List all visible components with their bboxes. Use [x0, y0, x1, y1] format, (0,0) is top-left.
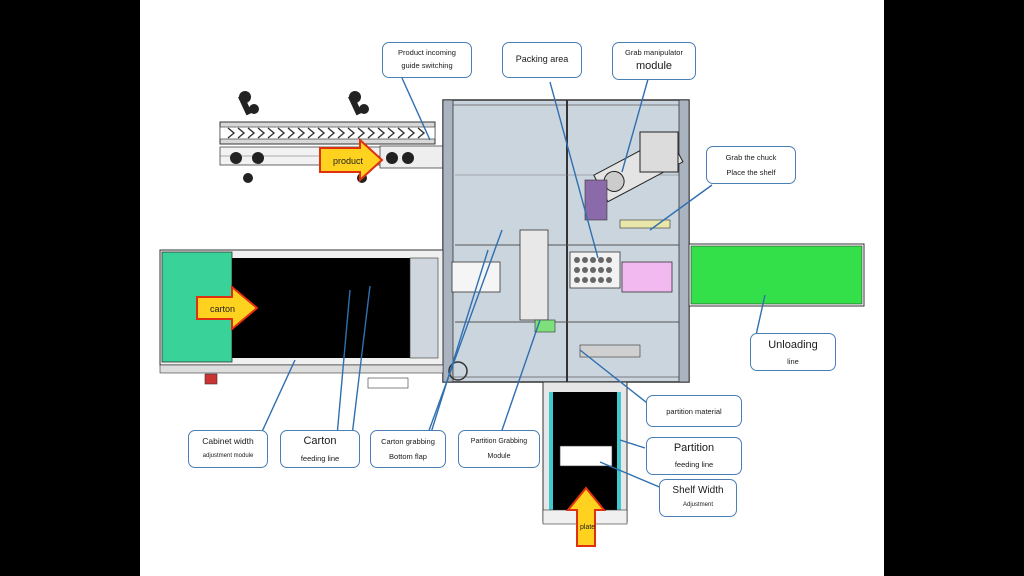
callout-line: line [787, 356, 799, 366]
unloading-conveyor [688, 243, 865, 307]
callout-line: feeding line [300, 453, 340, 463]
callout-grab-manipulator-module: Grab manipulator module [612, 42, 696, 80]
callout-line: Partition [673, 442, 715, 454]
callout-line: Unloading [768, 339, 818, 351]
callout-carton-feeding-line: Carton feeding line [280, 430, 360, 468]
callout-packing-area: Packing area [502, 42, 582, 78]
callout-partition-material: partition material [646, 395, 742, 427]
callout-line: Packing area [515, 54, 569, 64]
callout-line: adjustment module [202, 452, 254, 459]
callout-line: Adjustment [682, 501, 713, 508]
callout-partition-grabbing-module: Partition Grabbing Module [458, 430, 540, 468]
packing-machine-frame [442, 99, 690, 383]
carton-arrow [196, 284, 259, 332]
callout-line: module [635, 60, 673, 73]
plate-arrow-label: plate [580, 524, 596, 531]
callout-grab-chuck-place-shelf: Grab the chuck Place the shelf [706, 146, 796, 184]
callout-line: Cabinet width [202, 436, 254, 446]
product-arrow-label: product [333, 156, 364, 166]
callout-unloading-line: Unloading line [750, 333, 836, 371]
callout-line: Place the shelf [726, 168, 776, 178]
callout-line: Grab manipulator [625, 48, 683, 57]
product-arrow [319, 137, 384, 183]
callout-line: partition material [666, 407, 722, 416]
callout-line: guide switching [401, 61, 453, 71]
plate-arrow [565, 486, 607, 547]
callout-line: Shelf Width [672, 485, 724, 496]
machine-layout-drawing [159, 71, 865, 547]
diagram-canvas: product carton plate Product incoming gu… [140, 0, 884, 576]
callout-line: Carton grabbing [381, 437, 435, 446]
callout-cabinet-width-adjustment: Cabinet width adjustment module [188, 430, 268, 468]
callout-product-incoming-guide-switching: Product incoming guide switching [382, 42, 472, 78]
carton-feeding-conveyor [159, 249, 444, 389]
callout-line: Grab the chuck [725, 153, 777, 162]
callout-line: Product incoming [398, 48, 456, 57]
callout-line: Module [487, 452, 511, 460]
callout-line: feeding line [674, 459, 714, 469]
carton-arrow-label: carton [210, 304, 236, 314]
partition-feeding-conveyor [542, 381, 628, 525]
callout-line: Bottom flap [389, 452, 427, 462]
callout-shelf-width-adjustment: Shelf Width Adjustment [659, 479, 737, 517]
callout-carton-grabbing-bottom-flap: Carton grabbing Bottom flap [370, 430, 446, 468]
callout-partition-feeding-line: Partition feeding line [646, 437, 742, 475]
callout-line: Carton [303, 435, 337, 447]
callout-line: Partition Grabbing [470, 438, 528, 445]
